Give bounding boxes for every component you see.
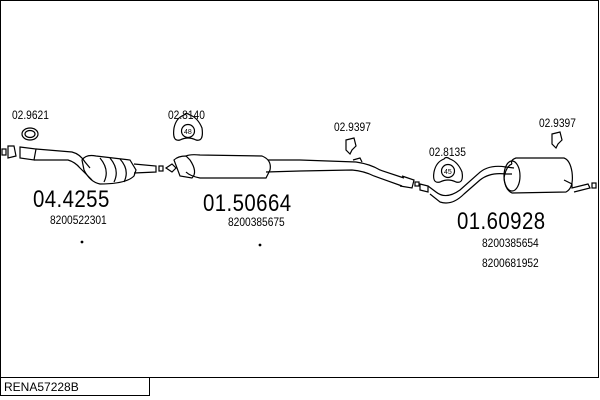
middle-silencer-icon <box>164 154 420 189</box>
oem-number: 8200385675 <box>228 215 285 229</box>
part-number-middle-silencer: 01.50664 <box>203 190 292 217</box>
diagram-frame <box>0 0 599 378</box>
rubber-hanger-icon <box>551 131 563 150</box>
svg-text:48: 48 <box>184 129 192 136</box>
accessory-ref-clamp-45: 02.8135 <box>429 145 466 159</box>
clamp-48-icon: 48 <box>173 112 203 141</box>
oem-number: 8200522301 <box>50 213 107 227</box>
catalytic-converter-icon <box>1 145 164 185</box>
oem-number: 8200385654 <box>482 236 539 250</box>
diagram-code-label: RENA57228B <box>0 377 150 396</box>
accessory-ref-hanger-2: 02.9397 <box>539 116 576 130</box>
oem-number: 8200681952 <box>482 256 539 270</box>
clamp-45-icon: 45 <box>433 156 463 183</box>
accessory-ref-clamp-48: 02.8140 <box>168 108 205 122</box>
rubber-hanger-icon <box>345 137 357 156</box>
rear-silencer-icon <box>419 157 597 204</box>
gasket-ring-icon <box>21 127 39 141</box>
accessory-ref-gasket: 02.9621 <box>12 108 49 122</box>
part-number-rear-silencer: 01.60928 <box>457 208 546 235</box>
svg-text:45: 45 <box>444 169 452 176</box>
part-number-catalytic-converter: 04.4255 <box>33 186 110 213</box>
accessory-ref-hanger-1: 02.9397 <box>334 120 371 134</box>
